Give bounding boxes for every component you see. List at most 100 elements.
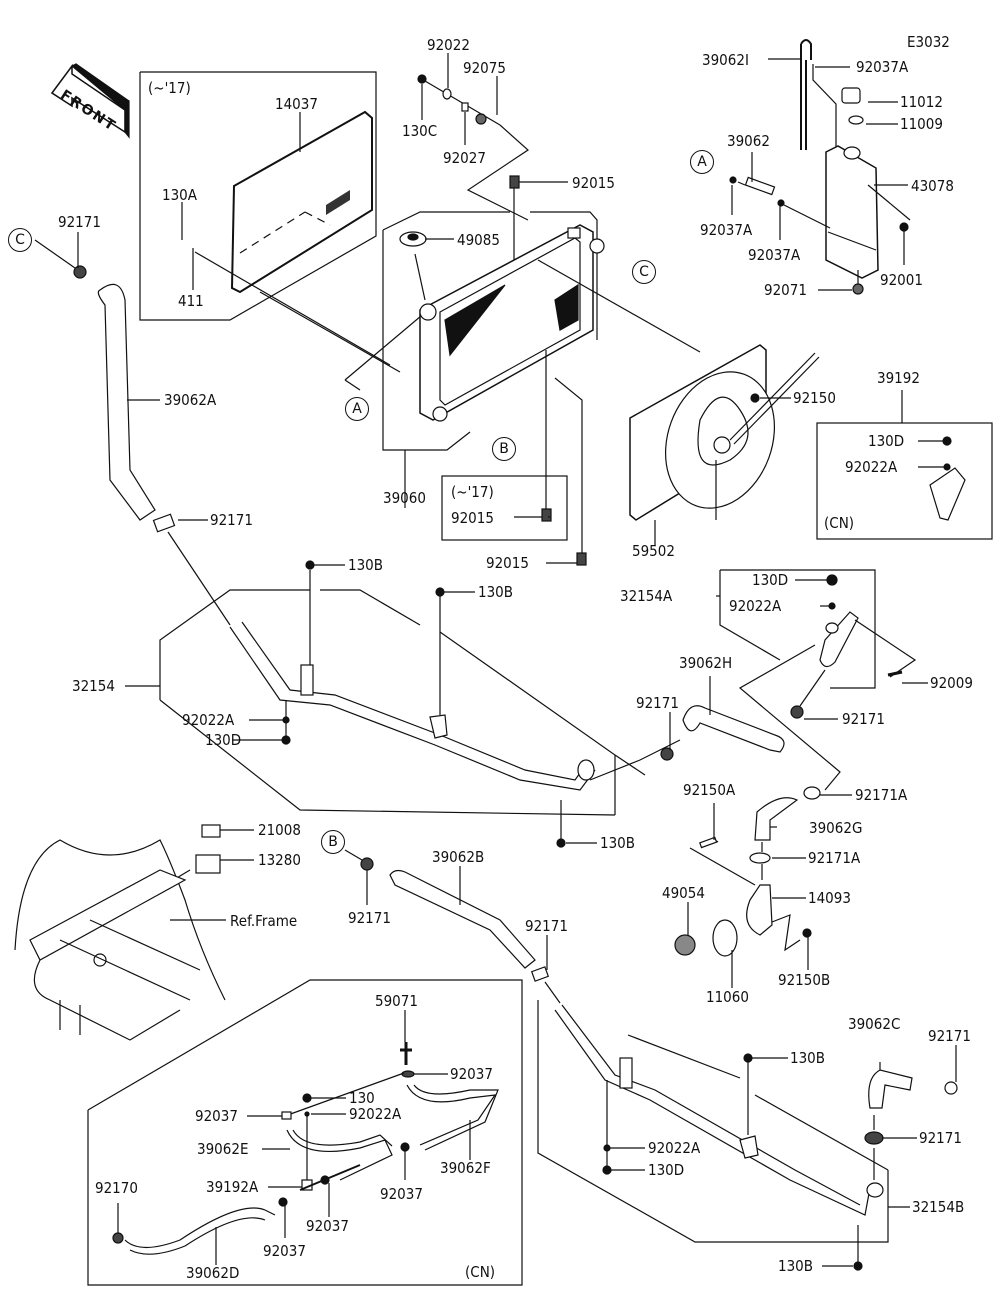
clip-icon <box>509 175 520 189</box>
group-label-screen: (~'17) <box>148 79 191 97</box>
part-label-92170: 92170 <box>95 1179 138 1197</box>
part-label-130D: 130D <box>868 432 905 450</box>
part-label-39062D: 39062D <box>186 1264 240 1282</box>
part-label-92037A: 92037A <box>748 246 801 264</box>
pipe-32154A <box>719 569 917 791</box>
part-label-92171A: 92171A <box>808 849 861 867</box>
part-label-59502: 59502 <box>632 542 675 560</box>
part-label-39062G: 39062G <box>809 819 863 837</box>
part-label-39062I: 39062I <box>702 51 749 69</box>
diagram-code: E3032 <box>907 33 950 51</box>
screen-group-box <box>139 71 401 373</box>
part-label-130B: 130B <box>600 834 636 852</box>
part-label-39060: 39060 <box>383 489 426 507</box>
reservoir-tank <box>800 39 911 295</box>
part-label-49054: 49054 <box>662 884 705 902</box>
part-label-11060: 11060 <box>706 988 749 1006</box>
part-label-32154A: 32154A <box>620 587 673 605</box>
part-label-39192A: 39192A <box>206 1178 259 1196</box>
part-label-92171: 92171 <box>58 213 101 231</box>
hose-39062A <box>97 283 156 521</box>
part-label-130D: 130D <box>648 1161 685 1179</box>
part-label-92075: 92075 <box>463 59 506 77</box>
part-label-59071: 59071 <box>375 992 418 1010</box>
ref-marker-b: B <box>492 437 516 461</box>
part-label-21008: 21008 <box>258 821 301 839</box>
group-label-cn: (CN) <box>465 1263 496 1281</box>
part-label-92171: 92171 <box>842 710 885 728</box>
part-label-92171A: 92171A <box>855 786 908 804</box>
part-label-39062B: 39062B <box>432 848 485 866</box>
bolt-set <box>417 74 529 221</box>
bypass-cn-box <box>87 979 523 1286</box>
ref-frame-label: Ref.Frame <box>230 912 298 930</box>
part-label-92171: 92171 <box>348 909 391 927</box>
ref-frame <box>14 839 226 1041</box>
pipe-32154 <box>159 560 681 848</box>
part-label-92150A: 92150A <box>683 781 736 799</box>
part-label-92022A: 92022A <box>182 711 235 729</box>
part-label-39062C: 39062C <box>848 1015 901 1033</box>
part-label-13280: 13280 <box>258 851 301 869</box>
part-label-92037: 92037 <box>306 1217 349 1235</box>
part-label-130A: 130A <box>162 186 198 204</box>
ref-marker-a: A <box>345 397 369 421</box>
part-label-92171: 92171 <box>636 694 679 712</box>
part-label-130B: 130B <box>348 556 384 574</box>
hose-39062H <box>682 705 785 753</box>
radiator <box>419 224 605 422</box>
part-label-49085: 49085 <box>457 231 500 249</box>
part-label-92150B: 92150B <box>778 971 831 989</box>
part-label-92171: 92171 <box>210 511 253 529</box>
part-label-92022A: 92022A <box>729 597 782 615</box>
part-label-92022: 92022 <box>427 36 470 54</box>
part-label-92037: 92037 <box>195 1107 238 1125</box>
ref-marker-c: C <box>8 228 32 252</box>
part-label-32154B: 32154B <box>912 1198 965 1216</box>
part-label-130D: 130D <box>205 731 242 749</box>
part-label-43078: 43078 <box>911 177 954 195</box>
part-label-92009: 92009 <box>930 674 973 692</box>
part-label-11009: 11009 <box>900 115 943 133</box>
leader-lines <box>77 53 957 1267</box>
thermostat-housing <box>746 884 773 936</box>
part-label-92022A: 92022A <box>349 1105 402 1123</box>
ref-marker-b: B <box>321 830 345 854</box>
part-label-92171: 92171 <box>525 917 568 935</box>
part-label-130B: 130B <box>778 1257 814 1275</box>
hose-39062B <box>389 869 536 969</box>
part-label-411: 411 <box>178 292 204 310</box>
part-label-92037: 92037 <box>450 1065 493 1083</box>
part-label-92015: 92015 <box>572 174 615 192</box>
part-label-92037A: 92037A <box>700 221 753 239</box>
group-label-cn: (CN) <box>824 514 855 532</box>
part-label-14093: 14093 <box>808 889 851 907</box>
part-label-92015: 92015 <box>451 509 494 527</box>
fan-assembly <box>537 259 820 545</box>
part-label-130B: 130B <box>790 1049 826 1067</box>
part-label-32154: 32154 <box>72 677 115 695</box>
part-label-92027: 92027 <box>443 149 486 167</box>
part-label-39062: 39062 <box>727 132 770 150</box>
part-label-39062E: 39062E <box>197 1140 249 1158</box>
ref-marker-c: C <box>632 260 656 284</box>
part-label-92037A: 92037A <box>856 58 909 76</box>
part-label-11012: 11012 <box>900 93 943 111</box>
part-label-130B: 130B <box>478 583 514 601</box>
part-label-92022A: 92022A <box>648 1139 701 1157</box>
part-label-92001: 92001 <box>880 271 923 289</box>
pipe-32154B <box>537 1000 958 1271</box>
part-label-39062A: 39062A <box>164 391 217 409</box>
part-label-130C: 130C <box>402 122 438 140</box>
part-label-39062F: 39062F <box>440 1159 491 1177</box>
part-label-92037: 92037 <box>263 1242 306 1260</box>
ref-marker-a: A <box>690 150 714 174</box>
part-label-92071: 92071 <box>764 281 807 299</box>
part-label-92022A: 92022A <box>845 458 898 476</box>
part-label-130D: 130D <box>752 571 789 589</box>
fitting-cn-box <box>816 422 993 540</box>
hose-39062G <box>754 797 799 841</box>
part-label-92037: 92037 <box>380 1185 423 1203</box>
